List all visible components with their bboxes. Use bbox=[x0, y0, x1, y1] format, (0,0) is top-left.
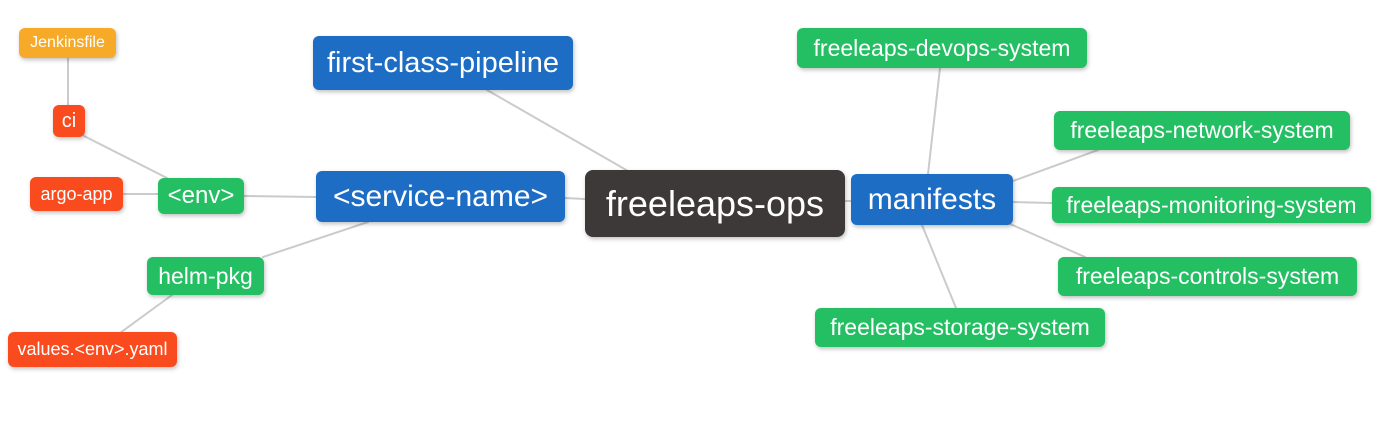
node-first-class-pipeline[interactable]: first-class-pipeline bbox=[313, 36, 573, 90]
edge-manifests-monitoring_system bbox=[1012, 201, 1053, 204]
edge-manifests-controls_system bbox=[1007, 222, 1086, 258]
node-argo-app[interactable]: argo-app bbox=[30, 177, 123, 211]
node-freeleaps-devops-system[interactable]: freeleaps-devops-system bbox=[797, 28, 1087, 68]
node-jenkinsfile[interactable]: Jenkinsfile bbox=[19, 28, 116, 58]
edge-first_class_pipeline-root bbox=[486, 89, 629, 172]
edge-service_name-root bbox=[564, 197, 586, 200]
edge-env-service_name bbox=[243, 195, 317, 198]
node-freeleaps-monitoring-system[interactable]: freeleaps-monitoring-system bbox=[1052, 187, 1371, 223]
edge-helm_pkg-values_env_yaml bbox=[119, 294, 173, 334]
node-manifests[interactable]: manifests bbox=[851, 174, 1013, 225]
edge-manifests-storage_system bbox=[921, 224, 957, 309]
edge-ci-env bbox=[83, 135, 168, 179]
node-freeleaps-network-system[interactable]: freeleaps-network-system bbox=[1054, 111, 1350, 150]
node-service-name[interactable]: <service-name> bbox=[316, 171, 565, 222]
node-freeleaps-ops-root[interactable]: freeleaps-ops bbox=[585, 170, 845, 237]
node-values-env-yaml[interactable]: values.<env>.yaml bbox=[8, 332, 177, 367]
node-freeleaps-controls-system[interactable]: freeleaps-controls-system bbox=[1058, 257, 1357, 296]
edge-manifests-devops_system bbox=[927, 67, 941, 175]
node-freeleaps-storage-system[interactable]: freeleaps-storage-system bbox=[815, 308, 1105, 347]
node-ci[interactable]: ci bbox=[53, 105, 85, 137]
node-helm-pkg[interactable]: helm-pkg bbox=[147, 257, 264, 295]
edge-helm_pkg-service_name bbox=[262, 221, 369, 258]
edge-manifests-network_system bbox=[1012, 149, 1099, 182]
node-env[interactable]: <env> bbox=[158, 178, 244, 214]
